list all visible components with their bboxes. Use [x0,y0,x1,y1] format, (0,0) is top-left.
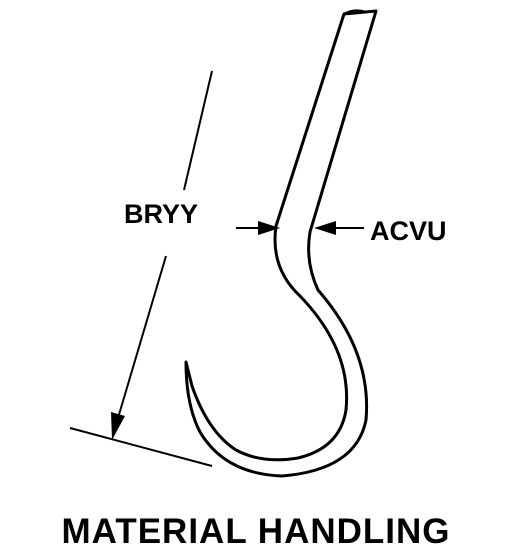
shank-end-cap [343,9,367,15]
length-dimension-line-upper [183,70,213,191]
diameter-arrowhead-left [258,221,280,235]
diameter-arrowhead-right [314,221,336,235]
length-dimension-line-lower [117,255,167,419]
tip-extension-line [69,427,213,467]
length-arrowhead [111,412,125,440]
figure-caption: MATERIAL HANDLING [61,512,451,551]
hook-icon [184,9,378,478]
length-label: BRYY [124,199,198,229]
diameter-label: ACVU [370,216,447,246]
